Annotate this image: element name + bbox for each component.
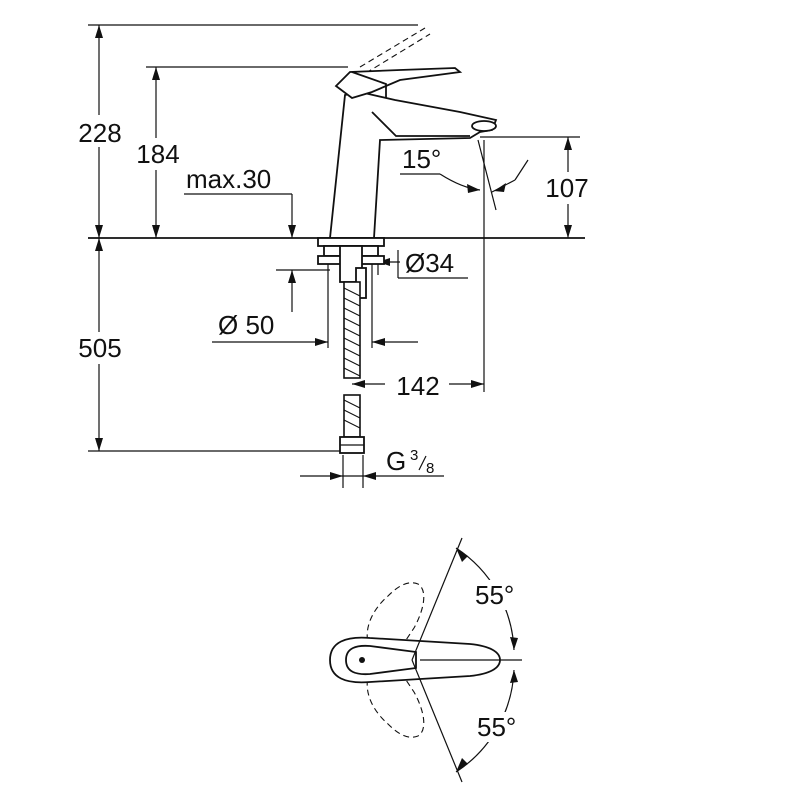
dim-228-label: 228 xyxy=(78,118,121,148)
dim-max30-label: max.30 xyxy=(186,164,271,194)
dim-505: 505 xyxy=(68,238,130,451)
dim-dia34-label: Ø34 xyxy=(405,248,454,278)
dim-tilt: 15° xyxy=(400,139,529,211)
dim-dia50-label: Ø 50 xyxy=(218,310,274,340)
dim-dia34: Ø34 xyxy=(377,248,468,279)
dim-thread-g: G xyxy=(386,446,406,476)
angle-upper-label: 55° xyxy=(475,580,514,610)
faucet-body xyxy=(317,27,498,454)
dim-142-label: 142 xyxy=(396,371,439,401)
dim-228: 228 xyxy=(70,25,130,238)
dim-184-label: 184 xyxy=(136,139,179,169)
dim-142: 142 xyxy=(352,140,485,401)
dim-107-label: 107 xyxy=(545,173,588,203)
dim-thread-den: 8 xyxy=(426,460,434,477)
dim-thread: G 3 8 xyxy=(300,446,444,488)
dim-505-label: 505 xyxy=(78,333,121,363)
top-view: 55° 55° xyxy=(329,537,530,783)
dim-thread-num: 3 xyxy=(410,447,418,464)
dim-max30: max.30 xyxy=(184,164,330,312)
dim-tilt-label: 15° xyxy=(402,144,441,174)
lever-range-dashed xyxy=(359,27,426,68)
dim-184: 184 xyxy=(128,67,188,238)
side-view: 228 184 max.30 505 xyxy=(68,24,598,488)
dim-dia50: Ø 50 xyxy=(212,250,418,348)
dim-107: 107 xyxy=(536,137,598,238)
angle-lower-label: 55° xyxy=(477,712,516,742)
